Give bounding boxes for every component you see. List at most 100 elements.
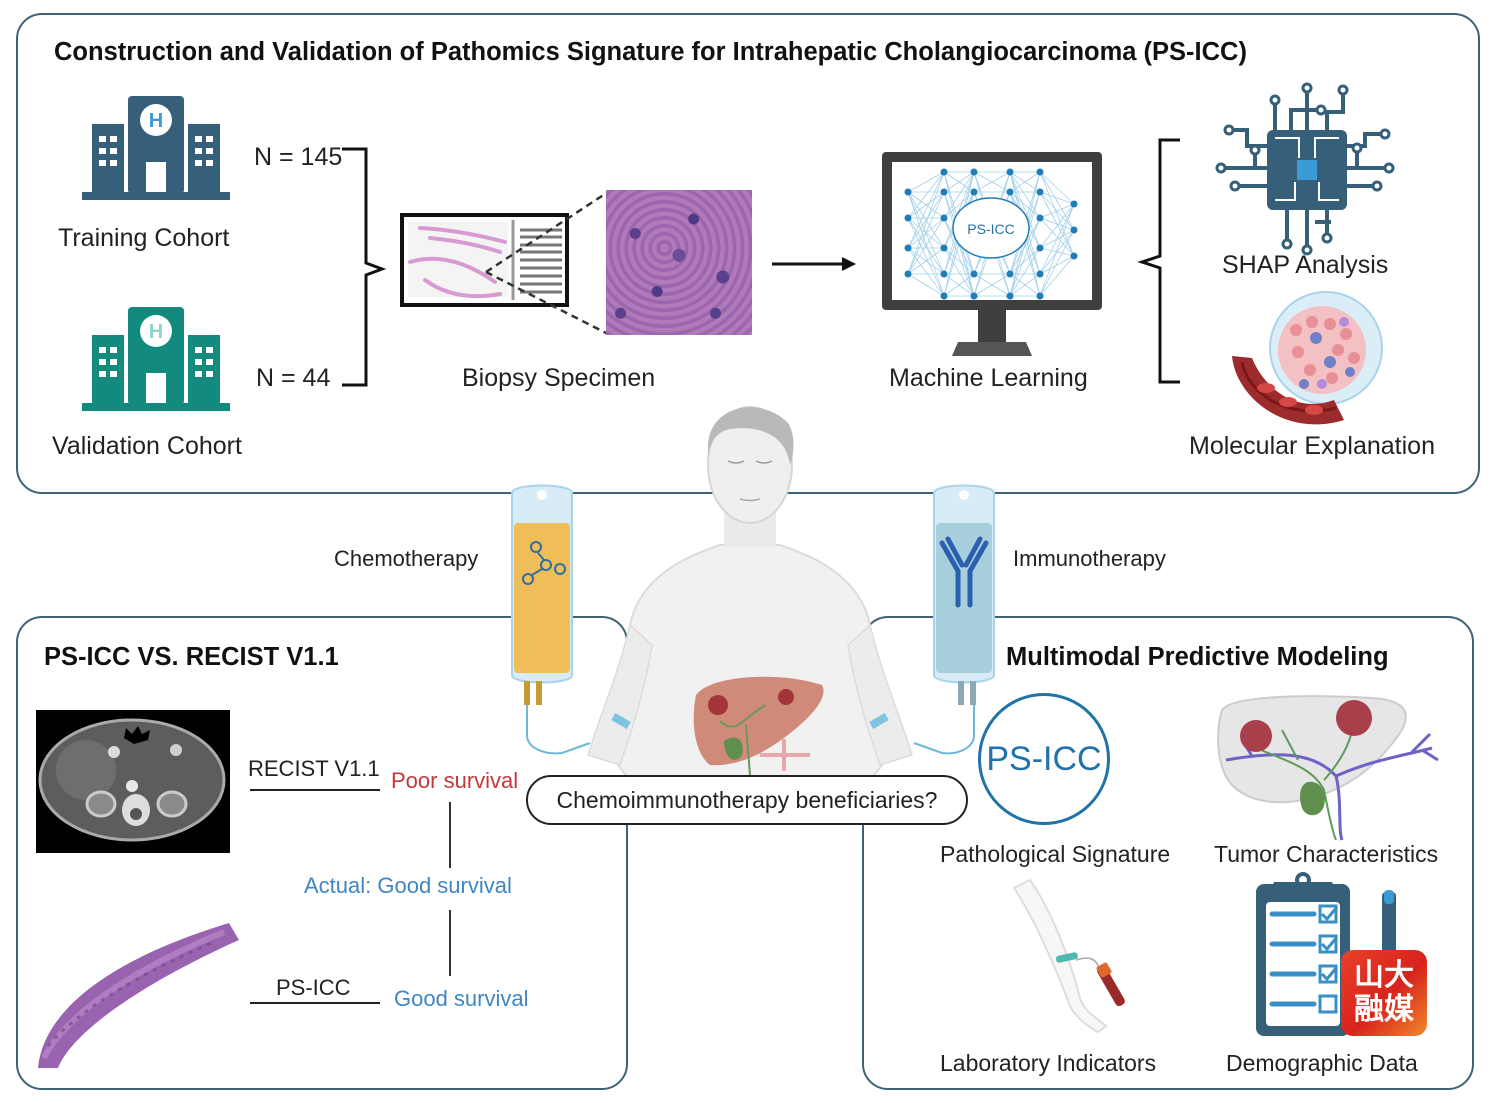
cohort-bracket <box>342 147 387 387</box>
nn-node <box>970 270 978 278</box>
biopsy-slide-image <box>400 190 609 336</box>
molecular-explanation-label: Molecular Explanation <box>1189 432 1435 460</box>
nn-edge <box>943 273 975 297</box>
nn-edge <box>943 171 975 193</box>
immunotherapy-label: Immunotherapy <box>1013 546 1166 571</box>
nn-edge <box>1009 217 1041 275</box>
nn-node <box>1006 270 1014 278</box>
nn-edge <box>1039 217 1075 231</box>
nn-node <box>1036 214 1044 222</box>
histology-image <box>606 190 752 335</box>
pathological-signature-label: Pathological Signature <box>940 841 1171 867</box>
nn-node <box>1006 292 1014 300</box>
nn-node <box>1036 188 1044 196</box>
actual-outcome: Actual: Good survival <box>304 873 512 898</box>
nn-edge <box>1009 171 1041 193</box>
hospital-icon-validation: H <box>82 307 230 411</box>
nn-node <box>904 270 912 278</box>
nn-edge <box>907 273 945 297</box>
nn-edge <box>907 171 945 275</box>
explanation-bracket <box>1137 138 1180 384</box>
demographic-data-label: Demographic Data <box>1226 1050 1418 1076</box>
training-n: N = 145 <box>254 143 343 171</box>
nn-edge <box>973 171 1011 193</box>
nn-edge <box>943 247 975 275</box>
nn-node <box>1070 200 1078 208</box>
nn-node <box>970 168 978 176</box>
psicc-signature-circle: PS-ICC <box>978 693 1110 825</box>
psicc-underline <box>250 1002 380 1004</box>
left-panel-title: PS-ICC VS. RECIST V1.1 <box>44 643 339 671</box>
nn-edge <box>1039 229 1075 275</box>
ml-screen-text: PS-ICC <box>967 221 1014 237</box>
nn-edge <box>1039 203 1075 275</box>
clipboard-checklist-icon <box>1256 872 1396 1036</box>
nn-edge <box>907 171 945 249</box>
patient-figure <box>587 406 913 786</box>
connector-line-upper <box>449 802 451 868</box>
machine-learning-label: Machine Learning <box>889 364 1088 392</box>
nn-edge <box>907 171 945 219</box>
nn-node <box>940 270 948 278</box>
hospital-icon-training: H <box>82 96 230 200</box>
connector-line-lower <box>449 910 451 976</box>
nn-edge <box>907 247 945 275</box>
nn-node <box>1006 168 1014 176</box>
nn-node <box>904 214 912 222</box>
training-cohort-label: Training Cohort <box>58 224 230 252</box>
nn-edge <box>1039 255 1075 297</box>
blood-draw-arm-icon <box>1012 878 1125 1034</box>
nn-edge <box>1039 171 1075 257</box>
nn-edge <box>907 171 945 193</box>
question-text: Chemoimmunotherapy beneficiaries? <box>556 786 938 813</box>
recist-label: RECIST V1.1 <box>248 756 380 781</box>
right-panel-title: Multimodal Predictive Modeling <box>1006 643 1389 671</box>
question-pill: Chemoimmunotherapy beneficiaries? <box>526 775 968 825</box>
nn-edge <box>943 171 975 249</box>
laboratory-indicators-label: Laboratory Indicators <box>940 1050 1157 1076</box>
nn-node <box>940 292 948 300</box>
nn-node <box>1036 244 1044 252</box>
nn-edge <box>1009 191 1041 219</box>
shap-chip-icon <box>1215 82 1395 256</box>
nn-edge <box>1039 255 1075 275</box>
watermark-logo: 山大 融媒 <box>1341 950 1427 1036</box>
top-panel-title: Construction and Validation of Pathomics… <box>54 38 1247 66</box>
watermark-line2: 融媒 <box>1354 992 1414 1027</box>
nn-node <box>940 188 948 196</box>
tumor-characteristics-label: Tumor Characteristics <box>1214 841 1439 867</box>
nn-node <box>1070 252 1078 260</box>
svg-text:H: H <box>149 321 163 343</box>
nn-node <box>904 244 912 252</box>
chemotherapy-label: Chemotherapy <box>334 546 479 571</box>
nn-edge <box>1039 217 1075 257</box>
shap-analysis-label: SHAP Analysis <box>1222 251 1389 279</box>
nn-edge <box>1009 247 1041 297</box>
nn-node <box>970 188 978 196</box>
tumor-vessel-icon <box>1232 291 1383 425</box>
nn-edge <box>907 217 945 275</box>
watermark-line1: 山大 <box>1354 958 1414 993</box>
nn-node <box>970 292 978 300</box>
nn-node <box>1036 292 1044 300</box>
nn-edge <box>1009 191 1041 297</box>
nn-node <box>940 168 948 176</box>
psicc-circle-text: PS-ICC <box>986 739 1102 778</box>
psicc-label: PS-ICC <box>276 975 351 1000</box>
nn-edge <box>973 273 1011 297</box>
nn-edge <box>1039 171 1075 205</box>
nn-node <box>940 214 948 222</box>
psicc-outcome: Good survival <box>394 986 529 1011</box>
nn-edge <box>907 191 945 297</box>
nn-node <box>1070 226 1078 234</box>
nn-edge <box>907 191 945 249</box>
nn-node <box>1036 168 1044 176</box>
nn-edge <box>943 171 975 219</box>
nn-edge <box>1039 203 1075 219</box>
nn-node <box>940 244 948 252</box>
liver-tumor-icon <box>1217 695 1439 841</box>
nn-edge <box>1009 247 1041 275</box>
recist-outcome: Poor survival <box>391 768 519 793</box>
svg-text:H: H <box>149 110 163 132</box>
nn-edge <box>1039 203 1075 249</box>
